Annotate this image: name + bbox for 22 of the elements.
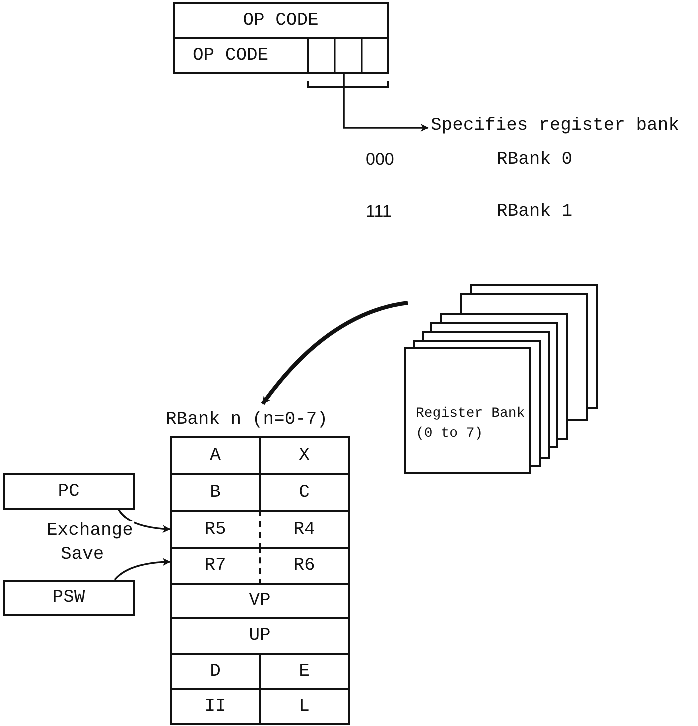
code-value: 000 — [366, 150, 394, 170]
register-cell: A — [170, 436, 261, 475]
table-heading: RBank n (n=0-7) — [166, 410, 328, 430]
register-box: PSW — [3, 580, 135, 616]
register-box: PC — [3, 473, 135, 510]
register-cell: X — [259, 436, 350, 475]
edge-label: Exchange — [46, 521, 134, 541]
code-value: 111 — [366, 202, 392, 222]
arrow — [343, 74, 429, 132]
bank-name: RBank 0 — [497, 150, 573, 170]
register-cell: L — [259, 688, 350, 725]
stack-label: Register Bank (0 to 7) — [416, 405, 526, 444]
arrow — [118, 510, 171, 533]
opcode-field: OP CODE — [173, 37, 389, 74]
register-cell: VP — [170, 583, 350, 619]
register-cell: UP — [170, 617, 350, 655]
arrow — [114, 558, 171, 581]
arrow — [261, 301, 408, 406]
bank-name: RBank 1 — [497, 202, 573, 222]
register-cell: II — [170, 688, 261, 725]
annotation-text: Specifies register bank — [431, 116, 698, 140]
opcode-field: OP CODE — [173, 2, 389, 39]
